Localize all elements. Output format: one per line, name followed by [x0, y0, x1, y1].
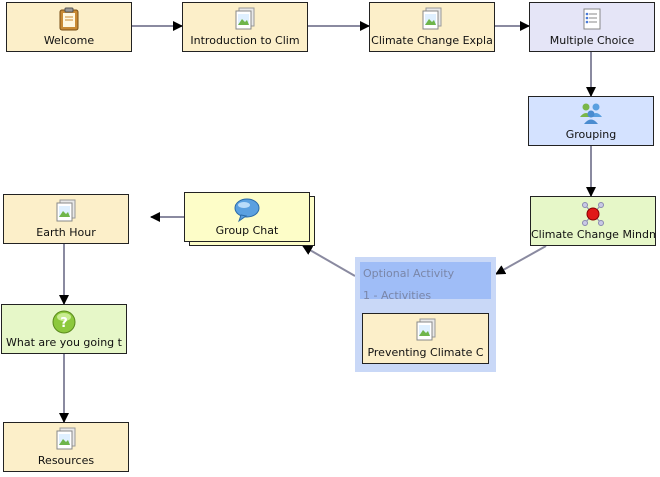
activity-introduction[interactable]: Introduction to Clim [182, 2, 308, 52]
activity-label: Preventing Climate C [367, 346, 484, 359]
chat-bubble-icon [233, 197, 261, 227]
activity-label: Group Chat [215, 224, 279, 237]
image-icon [421, 7, 443, 35]
activity-earth-hour[interactable]: Earth Hour [3, 194, 129, 244]
activity-multiple-choice[interactable]: Multiple Choice [529, 2, 655, 52]
question-icon: ? [51, 309, 77, 339]
list-icon [581, 7, 603, 35]
image-icon [55, 427, 77, 455]
activity-label: Climate Change Mindm [531, 228, 655, 241]
activity-label: Welcome [43, 34, 95, 47]
activity-resources[interactable]: Resources [3, 422, 129, 472]
activity-preventing-climate-change[interactable]: Preventing Climate C [362, 313, 489, 364]
activity-label: Grouping [565, 128, 617, 141]
activity-grouping[interactable]: Grouping [528, 96, 654, 146]
optional-activity-title: Optional Activity [363, 267, 455, 280]
optional-activity-header[interactable]: Optional Activity 1 - Activities [360, 262, 491, 302]
optional-activity-subtitle: 1 - Activities [363, 289, 432, 302]
activity-label: What are you going t [6, 336, 122, 349]
mindmap-icon [579, 201, 607, 231]
activity-label: Climate Change Expla [371, 34, 493, 47]
connector-mindmap-optional [495, 245, 547, 275]
people-icon [577, 101, 605, 129]
activity-climate-change-explained[interactable]: Climate Change Expla [369, 2, 495, 52]
image-icon [55, 199, 77, 227]
activity-label: Earth Hour [36, 226, 96, 239]
activity-label: Resources [37, 454, 95, 467]
activity-label: Introduction to Clim [190, 34, 300, 47]
image-icon [415, 318, 437, 346]
notepad-icon [58, 7, 80, 35]
activity-climate-change-mindmap[interactable]: Climate Change Mindm [530, 196, 656, 246]
activity-label: Multiple Choice [549, 34, 635, 47]
image-icon [234, 7, 256, 35]
activity-welcome[interactable]: Welcome [6, 2, 132, 52]
connector-optional-chat [302, 245, 356, 277]
activity-group-chat[interactable]: Group Chat [184, 192, 310, 242]
activity-what-are-you-going[interactable]: ? What are you going t [1, 304, 127, 354]
svg-text:?: ? [60, 316, 68, 331]
